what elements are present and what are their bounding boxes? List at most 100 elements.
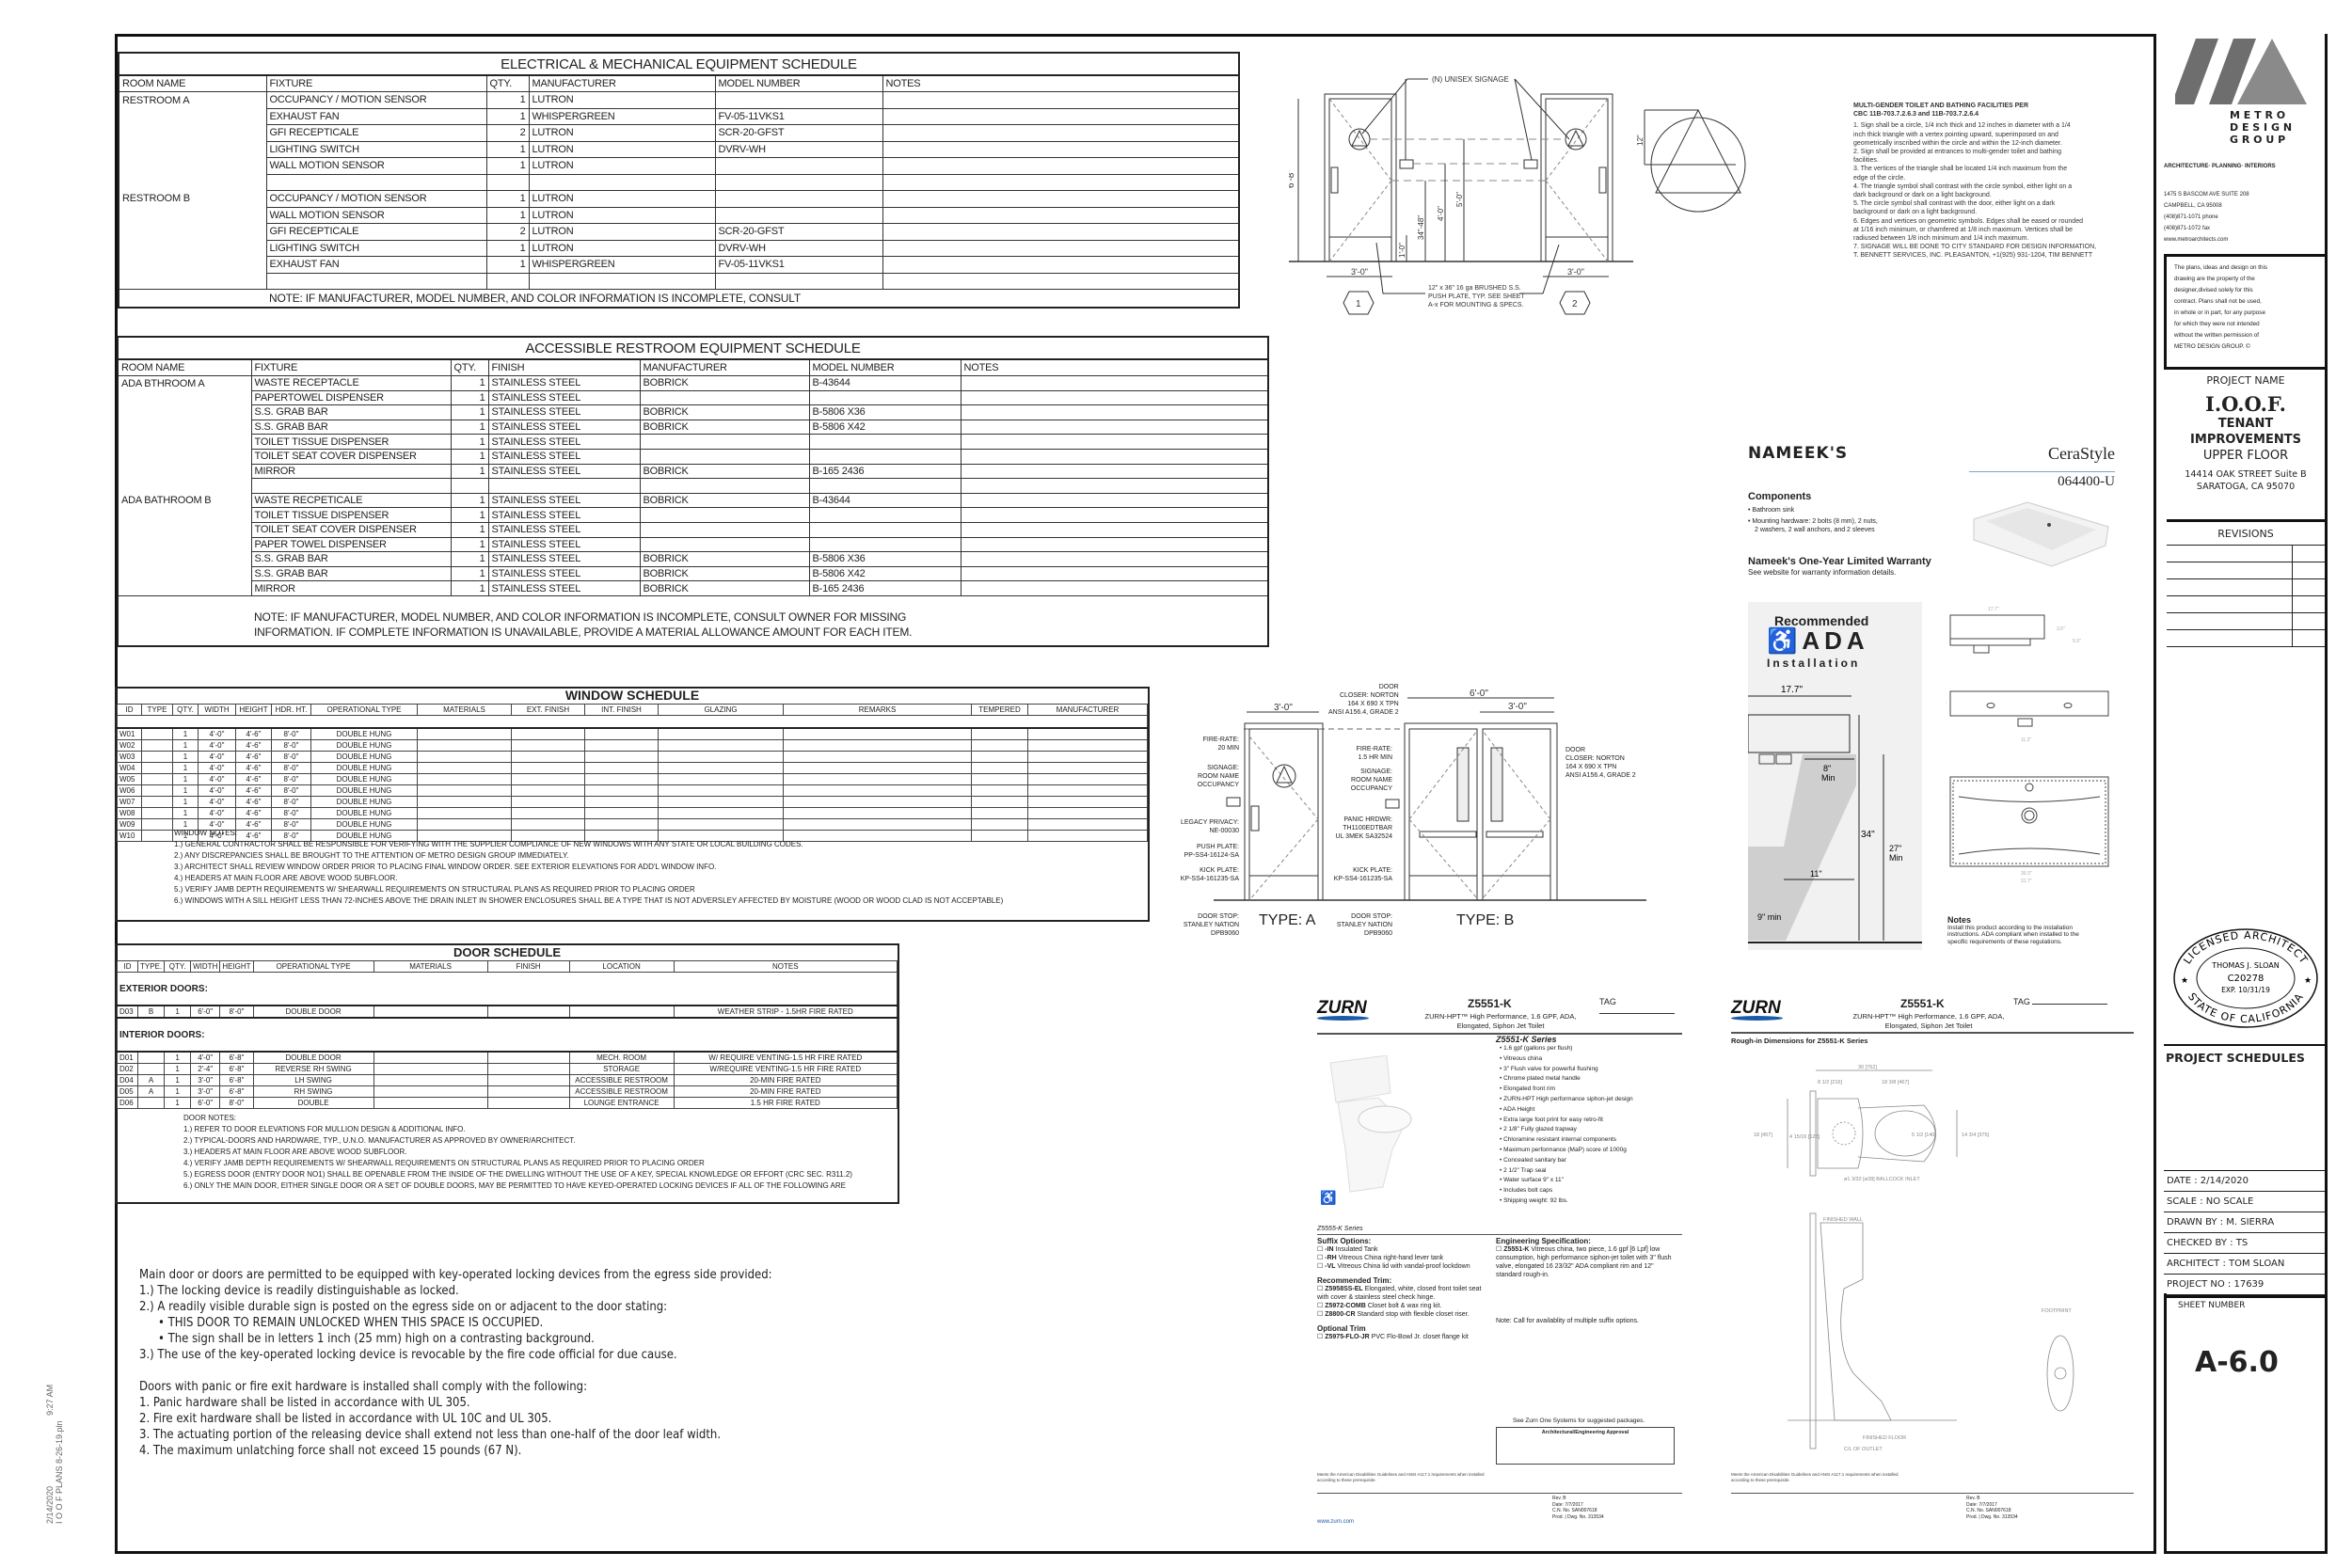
table-cell: 1 xyxy=(164,1074,192,1086)
table-cell xyxy=(118,141,267,158)
table-cell: STAINLESS STEEL xyxy=(487,551,641,567)
type-a-push-callout: PUSH PLATE:PP-SS4-16124-SA xyxy=(1184,844,1239,859)
table-cell xyxy=(1027,773,1148,785)
components-title: Components xyxy=(1748,491,1812,502)
option-code: Z5975-FLO-JR xyxy=(1325,1334,1370,1340)
sink-line-drawings: 17.7" 3.5" 5.9" 3.7" 11.2" 8.1" 30.3" 31… xyxy=(1946,607,2109,884)
table-cell xyxy=(1027,818,1148,831)
table-cell: 1 xyxy=(172,739,199,752)
column-header: MATERIALS xyxy=(417,704,512,716)
table-cell: MIRROR xyxy=(250,580,452,596)
table-cell: TOILET SEAT COVER DISPENSER xyxy=(250,521,452,538)
feature-item: • 1.6 gpf (gallons per flush) xyxy=(1500,1045,1573,1052)
wheelchair-icon: ♿ xyxy=(1767,626,1803,655)
table-cell xyxy=(117,551,252,567)
table-cell: 1 xyxy=(164,1051,192,1064)
table-cell xyxy=(1027,784,1148,797)
table-cell xyxy=(960,478,1269,494)
table-cell xyxy=(1027,727,1148,740)
zurn-options: Suffix Options: ☐ -IN Insulated Tank☐ -R… xyxy=(1317,1237,1486,1341)
column-header: LOCATION xyxy=(568,960,675,973)
table-cell: 6'-0" xyxy=(190,1005,221,1019)
table-cell xyxy=(417,773,512,785)
table-cell xyxy=(485,173,530,191)
table-cell: W/ REQUIRE VENTING-1.5 HR FIRE RATED xyxy=(673,1051,898,1064)
table-cell: 1 xyxy=(164,1085,192,1098)
table-cell: STAINLESS STEEL xyxy=(487,404,641,420)
table-cell: STAINLESS STEEL xyxy=(487,419,641,436)
column-header: OPERATIONAL TYPE xyxy=(310,704,418,716)
table-cell xyxy=(486,1085,570,1098)
column-header: FINISH xyxy=(487,358,641,376)
table-cell: LUTRON xyxy=(528,206,716,224)
table-cell: A xyxy=(136,1074,166,1086)
table-cell: 8'-0" xyxy=(271,751,311,763)
column-header: HDR. HT. xyxy=(271,704,311,716)
warranty-title: Nameek's One-Year Limited Warranty xyxy=(1748,556,1931,567)
column-header: FIXTURE xyxy=(265,74,487,92)
svg-text:17.7": 17.7" xyxy=(1988,607,1999,612)
table-cell xyxy=(117,537,252,552)
plot-file: I O O F PLANS 8-26-19.pln xyxy=(55,1420,64,1524)
table-cell: RESTROOM A xyxy=(118,91,267,108)
table-cell: 1 xyxy=(485,107,530,125)
svg-text:2: 2 xyxy=(1572,299,1578,309)
zurn-website-link[interactable]: www.zurn.com xyxy=(1317,1519,1355,1525)
option-item: ☐ Z5975-FLO-JR PVC Flo-Bowl Jr. closet f… xyxy=(1317,1334,1469,1340)
table-cell: B-5806 X36 xyxy=(808,551,961,567)
table-cell: WHISPERGREEN xyxy=(528,256,716,274)
table-cell xyxy=(417,807,512,819)
feature-item: • 3" Flush valve for powerful flushing xyxy=(1500,1065,1598,1072)
table-cell xyxy=(486,1063,570,1075)
table-cell: W05 xyxy=(117,773,142,785)
window-notes: WINDOW NOTES: 1.) GENERAL CONTRACTOR SHA… xyxy=(174,828,1003,907)
table-cell: 4'-0" xyxy=(198,773,236,785)
table-cell xyxy=(960,419,1269,436)
table-cell xyxy=(971,751,1028,763)
table-cell: STAINLESS STEEL xyxy=(487,536,641,553)
table-cell: STAINLESS STEEL xyxy=(487,434,641,450)
table-cell xyxy=(584,796,659,808)
table-cell xyxy=(117,390,252,405)
approval-box: Architectural/Engineering Approval xyxy=(1496,1427,1675,1465)
table-cell: 3'-0" xyxy=(190,1085,221,1098)
table-cell: 6'-8" xyxy=(219,1051,254,1064)
table-cell: LUTRON xyxy=(528,223,716,241)
sink-spec-sheet: NAMEEK'S CeraStyle 064400-U Components •… xyxy=(1748,442,2124,969)
column-header: HEIGHT xyxy=(235,704,272,716)
column-header: ID xyxy=(117,960,138,973)
table-cell xyxy=(136,1097,166,1109)
egress-note-line: 2. Fire exit hardware shall be listed in… xyxy=(139,1412,552,1426)
info-date: DATE : 2/14/2020 xyxy=(2164,1171,2325,1192)
table-cell: 2 xyxy=(485,223,530,241)
signage-spec-line: 1. Sign shall be a circle, 1/4 inch thic… xyxy=(1853,122,2071,130)
table-cell: W10 xyxy=(117,830,142,842)
feature-text: ZURN-HPT High performance siphon-jet des… xyxy=(1503,1095,1633,1102)
table-cell: RESTROOM B xyxy=(118,190,267,207)
egress-note-line: Doors with panic or fire exit hardware i… xyxy=(139,1380,588,1394)
zurn-tag: TAG xyxy=(1599,997,1693,1016)
egress-note-line: 1.) The locking device is readily distin… xyxy=(139,1284,459,1298)
table-cell: RH SWING xyxy=(252,1085,374,1098)
info-drawn-by: DRAWN BY : M. SIERRA xyxy=(2164,1212,2325,1233)
interior-doors-label: INTERIOR DOORS: xyxy=(117,1017,898,1053)
sink-brand: NAMEEK'S xyxy=(1748,444,1849,463)
title-block-right-border xyxy=(2325,635,2328,1143)
table-cell: WASTE RECPETICALE xyxy=(250,492,452,509)
window-note: 3.) ARCHITECT SHALL REVIEW WINDOW ORDER … xyxy=(174,863,717,871)
option-code: Z5972-COMB xyxy=(1325,1303,1366,1309)
table-cell: BOBRICK xyxy=(639,419,810,436)
table-cell xyxy=(511,762,585,774)
zurn-model: Z5551-K xyxy=(1468,997,1512,1010)
table-cell xyxy=(783,796,972,808)
egress-note-line: • THIS DOOR TO REMAIN UNLOCKED WHEN THIS… xyxy=(158,1316,544,1330)
